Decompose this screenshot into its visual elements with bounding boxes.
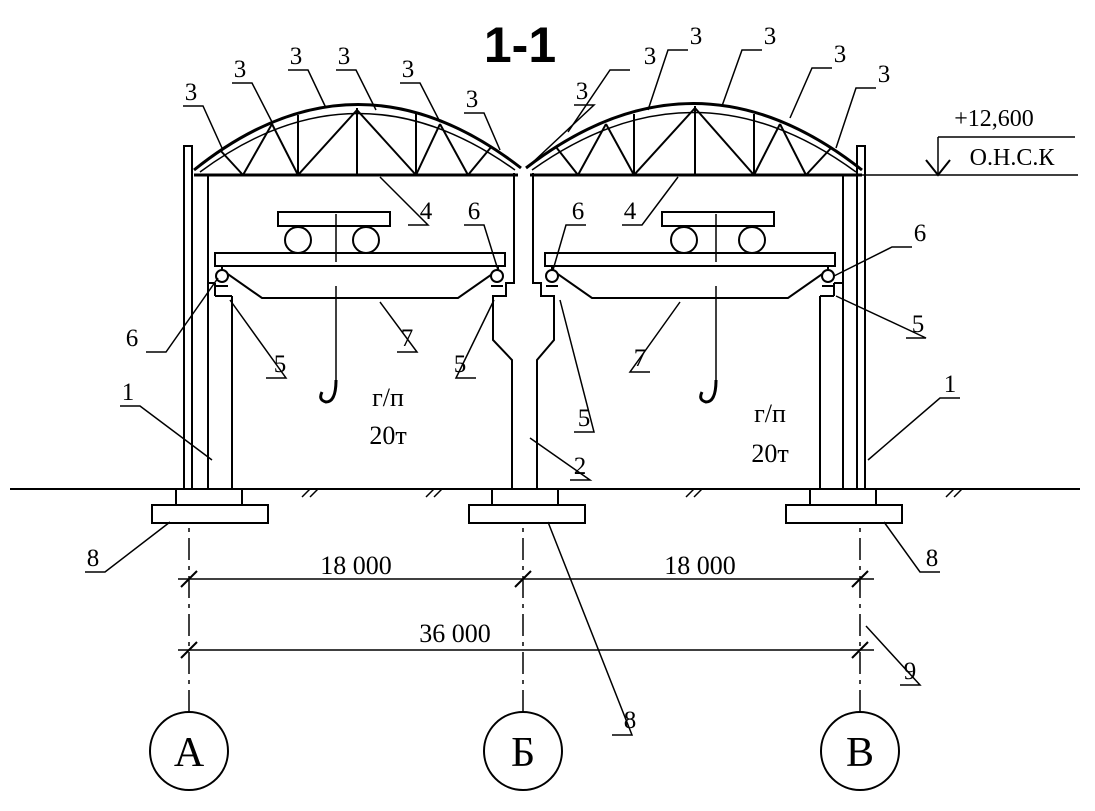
callout-3-h: 3 xyxy=(644,43,657,70)
callout-3-j: 3 xyxy=(764,23,777,50)
axis-label-b: Б xyxy=(511,730,535,776)
elevation-mark xyxy=(862,136,1078,177)
callout-leaders xyxy=(85,49,960,736)
callout-5-a: 5 xyxy=(274,351,287,378)
callout-7-right: 7 xyxy=(634,345,647,372)
callout-2: 2 xyxy=(574,453,587,480)
axis-bubble-b: Б xyxy=(483,711,563,791)
callout-6-d: 6 xyxy=(126,325,139,352)
crane-left-type: г/п xyxy=(372,383,404,412)
callout-8-c: 8 xyxy=(624,707,637,734)
callout-numbers: 3 3 3 3 3 3 3 3 3 3 3 3 4 4 6 6 6 6 5 5 … xyxy=(87,23,957,734)
crane-right-type: г/п xyxy=(754,399,786,428)
truss-right xyxy=(525,102,863,176)
dimension-span-2: 18 000 xyxy=(664,551,736,580)
callout-6-a: 6 xyxy=(468,198,481,225)
callout-6-c: 6 xyxy=(914,220,927,247)
callout-3-e: 3 xyxy=(402,56,415,83)
dimension-line-bottom xyxy=(178,641,874,659)
callout-3-c: 3 xyxy=(290,43,303,70)
wall-post-right xyxy=(856,145,866,490)
dimension-span-1: 18 000 xyxy=(320,551,392,580)
callout-5-c: 5 xyxy=(578,405,591,432)
callout-3-l: 3 xyxy=(878,61,891,88)
foundation-b xyxy=(468,488,586,524)
axis-label-a: А xyxy=(174,730,205,776)
section-title: 1-1 xyxy=(484,17,556,73)
callout-4-right: 4 xyxy=(624,198,637,225)
wall-post-left xyxy=(183,145,193,490)
callout-3-b: 3 xyxy=(234,56,247,83)
callout-3-a: 3 xyxy=(185,79,198,106)
crane-left-capacity: 20т xyxy=(369,421,406,450)
callout-8-a: 8 xyxy=(87,545,100,572)
axis-bubble-v: В xyxy=(820,711,900,791)
ground-hatch xyxy=(301,488,963,498)
axis-bubble-a: А xyxy=(149,711,229,791)
callout-1-left: 1 xyxy=(122,379,135,406)
callout-9: 9 xyxy=(904,658,917,685)
column-b xyxy=(492,173,555,489)
elevation-label: О.Н.С.К xyxy=(970,145,1056,171)
callout-3-g: 3 xyxy=(576,78,589,105)
callout-6-b: 6 xyxy=(572,198,585,225)
dimension-line-top xyxy=(178,570,874,588)
callout-1-right: 1 xyxy=(944,371,957,398)
crane-right xyxy=(544,211,836,404)
elevation-value: +12,600 xyxy=(954,106,1034,132)
callout-5-d: 5 xyxy=(912,311,925,338)
axis-label-v: В xyxy=(846,730,874,776)
callout-3-f: 3 xyxy=(466,86,479,113)
foundation-v xyxy=(785,488,903,524)
foundation-a xyxy=(151,488,269,524)
column-v xyxy=(819,175,844,489)
callout-7-left: 7 xyxy=(401,325,414,352)
truss-left xyxy=(193,103,522,176)
callout-3-k: 3 xyxy=(834,41,847,68)
callout-3-d: 3 xyxy=(338,43,351,70)
column-a xyxy=(207,175,233,489)
crane-right-capacity: 20т xyxy=(751,439,788,468)
callout-3-i: 3 xyxy=(690,23,703,50)
callout-5-b: 5 xyxy=(454,351,467,378)
callout-8-b: 8 xyxy=(926,545,939,572)
callout-4-left: 4 xyxy=(420,198,433,225)
dimension-total: 36 000 xyxy=(419,619,491,648)
